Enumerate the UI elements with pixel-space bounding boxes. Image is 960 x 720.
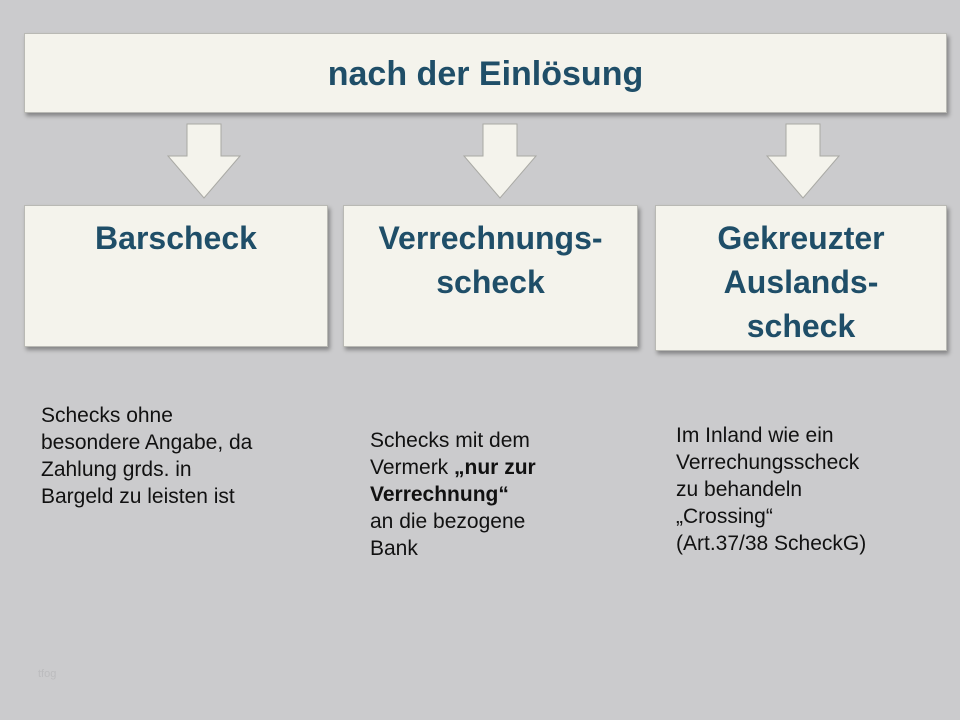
down-arrow-icon: [166, 123, 242, 199]
category-box-gekreuzter-auslandsscheck: Gekreuzter Auslands- scheck: [655, 205, 947, 351]
category-title: Verrechnungs- scheck: [378, 220, 603, 300]
header-title: nach der Einlösung: [327, 55, 644, 93]
description-auslandsscheck: Im Inland wie ein Verrechungsscheck zu b…: [676, 424, 867, 555]
description-verrechnungsscheck: Schecks mit dem Vermerk „nur zur Verrech…: [370, 427, 610, 562]
header-box: nach der Einlösung: [24, 33, 947, 113]
footer-mark: tfog: [38, 668, 57, 680]
description-text: an die bezogene Bank: [370, 510, 526, 560]
down-arrow-icon: [765, 123, 841, 199]
description-text: Schecks mit dem Vermerk: [370, 429, 530, 479]
category-box-verrechnungsscheck: Verrechnungs- scheck: [343, 205, 638, 347]
description-barscheck: Schecks ohne besondere Angabe, da Zahlun…: [41, 404, 253, 508]
category-box-barscheck: Barscheck: [24, 205, 328, 347]
down-arrow-icon: [462, 123, 538, 199]
category-title: Gekreuzter Auslands- scheck: [717, 220, 885, 344]
category-title: Barscheck: [95, 220, 257, 256]
description-emphasis: „nur zur Verrechnung“: [370, 456, 536, 506]
